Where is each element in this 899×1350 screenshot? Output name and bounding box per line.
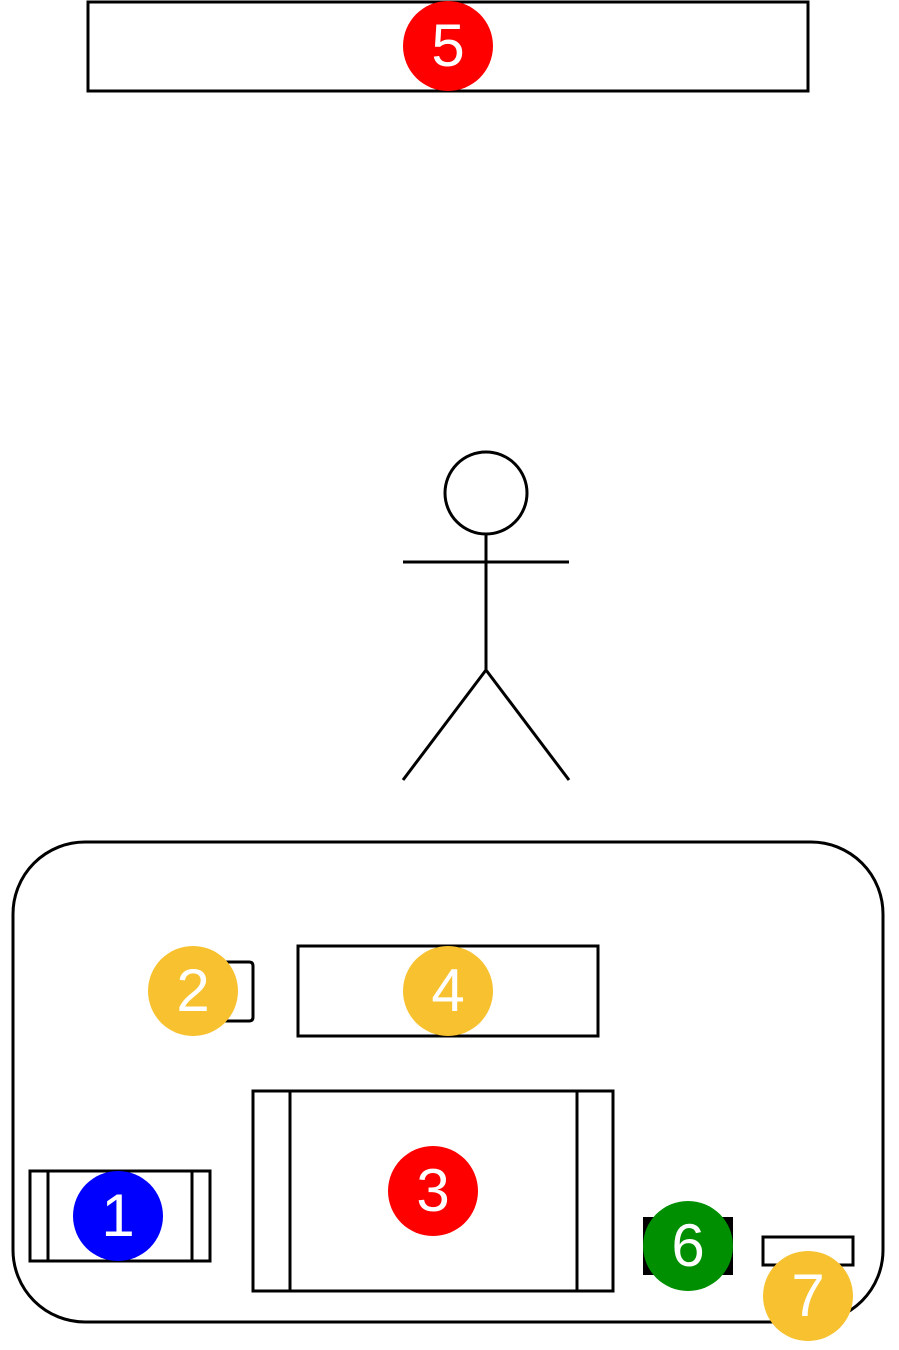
badge-6: 6 [643, 1201, 733, 1291]
rounded-container [11, 840, 885, 1324]
badge-5-label: 5 [431, 12, 465, 79]
actor-left-leg [401, 669, 488, 781]
badge-3-label: 3 [416, 1157, 450, 1224]
badge-3: 3 [388, 1146, 478, 1236]
badge-1-label: 1 [101, 1182, 135, 1249]
badge-6-label: 6 [671, 1212, 705, 1279]
badge-2-label: 2 [176, 957, 210, 1024]
badge-5: 5 [403, 1, 493, 91]
badge-2: 2 [148, 946, 238, 1036]
stick-figure-actor [401, 450, 571, 781]
badge-7-label: 7 [791, 1262, 825, 1329]
badge-4: 4 [403, 946, 493, 1036]
badge-4-label: 4 [431, 957, 465, 1024]
actor-right-leg [484, 669, 571, 781]
badge-7: 7 [763, 1251, 853, 1341]
actor-head [443, 450, 529, 536]
badge-1: 1 [73, 1171, 163, 1261]
